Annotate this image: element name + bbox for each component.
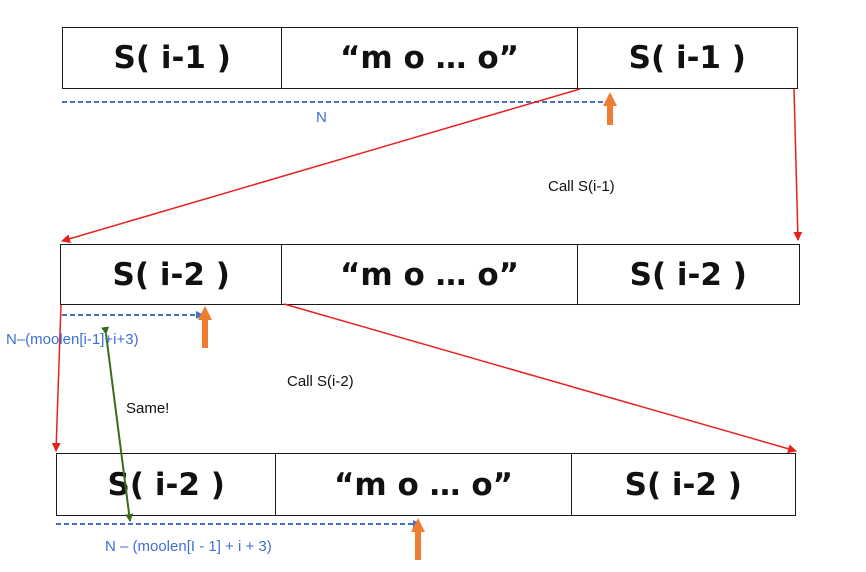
call-line-left-1 [61,88,581,244]
pointer-arrow-1 [603,92,617,125]
segment-prefix: S( i-1 ) [63,28,283,88]
segment-prefix: S( i-2 ) [61,245,283,304]
label-offset-3: N – (moolen[I - 1] + i + 3) [105,538,272,555]
label-n: N [316,109,327,126]
segment-middle: “m o … o” [276,454,572,515]
segment-suffix: S( i-2 ) [629,256,747,293]
pointer-arrow-2 [198,306,212,348]
call-line-right-2 [283,303,797,454]
call-line-left-2 [51,304,62,452]
call-line-right-1 [793,88,803,241]
label-call-1: Call S(i-1) [548,178,615,195]
label-offset-2: N–(moolen[i-1]+i+3) [6,331,139,348]
segment-middle: “m o … o” [282,245,578,304]
segment-middle: “m o … o” [282,28,578,88]
segment-suffix: S( i-1 ) [628,40,746,76]
label-call-2: Call S(i-2) [287,373,354,390]
same-connector [101,326,134,522]
segment-suffix: S( i-2 ) [624,466,742,503]
string-row-2: S( i-2 ) “m o … o” S( i-2 ) [60,244,800,305]
string-row-3: S( i-2 ) “m o … o” S( i-2 ) [56,453,796,516]
string-row-1: S( i-1 ) “m o … o” S( i-1 ) [62,27,798,89]
label-same: Same! [126,400,170,417]
pointer-arrow-3 [411,518,425,560]
